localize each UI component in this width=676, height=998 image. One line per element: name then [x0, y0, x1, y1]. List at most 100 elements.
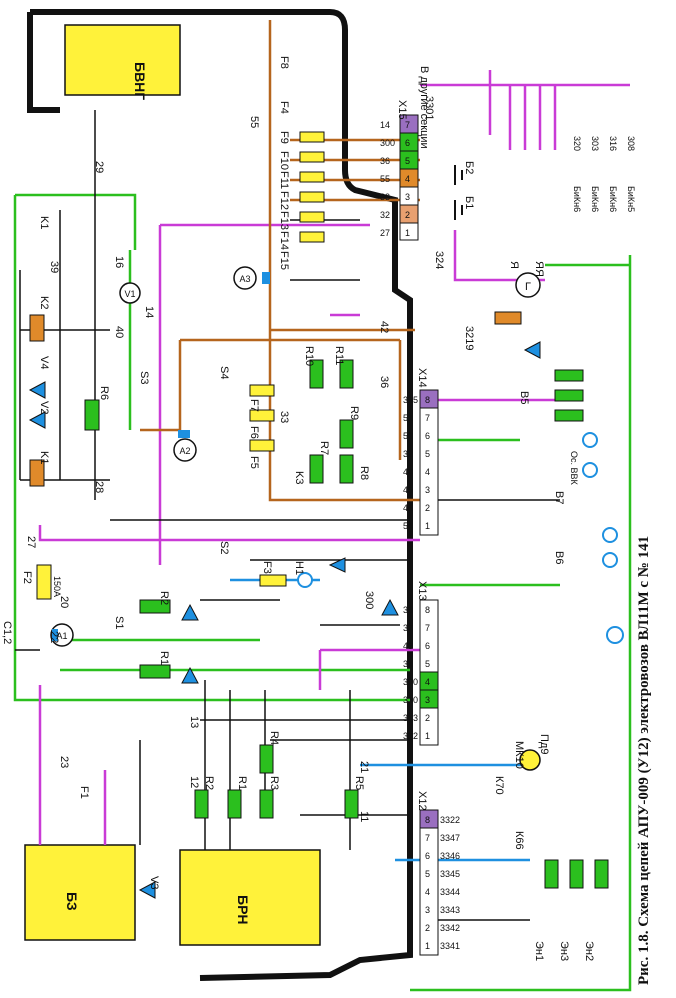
diode-v1: [181, 666, 199, 684]
x12-frame: [419, 809, 439, 956]
f1-label: F1: [78, 786, 90, 799]
svg-text:F11: F11: [278, 171, 290, 189]
wire-28-label: 28: [93, 481, 105, 493]
svg-text:313: 313: [403, 713, 418, 723]
svg-text:37: 37: [403, 623, 413, 633]
r3-label: R3: [268, 776, 280, 790]
svg-text:6: 6: [425, 641, 430, 651]
ya-label: Я: [508, 261, 520, 269]
fuse-f5: [249, 439, 275, 452]
resistor-en1: [544, 859, 559, 889]
h1-label: H1: [293, 561, 305, 575]
bus-left-stub: [27, 12, 60, 113]
bz-label: БЗ: [64, 892, 80, 911]
x15-wire-labels: 14 300 36 55 33 32 27: [380, 120, 395, 238]
k70-label: К70: [493, 776, 505, 795]
svg-text:6: 6: [425, 431, 430, 441]
coil-k3p14: [494, 311, 522, 325]
coil-k2: [29, 314, 45, 342]
f5-label: F5: [248, 456, 260, 469]
svg-text:4: 4: [425, 467, 430, 477]
wire-13-label: 13: [188, 716, 200, 728]
svg-text:3: 3: [425, 485, 430, 495]
svg-text:8: 8: [425, 395, 430, 405]
k3-label: K3: [293, 471, 305, 484]
wire-39-label: 39: [48, 261, 60, 273]
b7-label: В7: [553, 491, 565, 504]
svg-text:7: 7: [425, 833, 430, 843]
r6-label: R6: [98, 386, 110, 400]
svg-text:1: 1: [425, 731, 430, 741]
ozh-label: Ос. ВВК: [569, 451, 579, 486]
component-labels: K1 K2 V4 V2 R6 K1 S1 S2 S3 S4 R2 R1 R2 R…: [38, 161, 595, 961]
svg-text:F9: F9: [278, 131, 290, 144]
svg-text:3345: 3345: [440, 869, 460, 879]
generator-label: Г: [525, 281, 531, 293]
resistor-r9: [339, 419, 354, 449]
x14-wire-labels: 335 51 53 32 44 45 46 54: [403, 395, 418, 531]
r4-label: R4: [268, 731, 280, 745]
fuse-f6: [249, 409, 275, 422]
fuse-f15: [299, 231, 325, 243]
wire-14-label: 14: [143, 306, 155, 318]
lamp-ovz-2: [602, 552, 618, 568]
resistor-r10: [309, 359, 324, 389]
ammeter-a2: [173, 438, 197, 462]
svg-text:2: 2: [425, 713, 430, 723]
bz-block: [24, 844, 136, 941]
diode-v2: [181, 603, 199, 621]
svg-text:3341: 3341: [440, 941, 460, 951]
svg-text:7: 7: [405, 120, 410, 130]
wire-11-label: 11: [358, 811, 370, 822]
svg-text:312: 312: [403, 731, 418, 741]
svg-text:320: 320: [572, 136, 582, 151]
fuse-f12: [299, 171, 325, 183]
svg-text:46: 46: [403, 503, 413, 513]
f3-label: F3: [261, 561, 273, 574]
resistor-r3: [259, 789, 274, 819]
svg-text:5: 5: [405, 156, 410, 166]
svg-text:F13: F13: [278, 211, 290, 230]
diode-v1-lower: [381, 598, 399, 616]
wire-27-label: 27: [25, 536, 37, 548]
terminal-x12: X12: [416, 791, 439, 956]
k1-top-label: K1: [38, 216, 50, 229]
r8-label: R8: [358, 466, 370, 480]
svg-text:F14: F14: [278, 231, 290, 250]
lamp-bbk-2: [582, 462, 598, 478]
resistor-r5: [344, 789, 359, 819]
svg-text:310: 310: [403, 695, 418, 705]
r1-top-label: R1: [158, 651, 170, 665]
svg-text:5: 5: [425, 449, 430, 459]
b5-label: В5: [518, 391, 530, 404]
svg-text:3344: 3344: [440, 887, 460, 897]
f2-rating: 150А: [52, 576, 62, 597]
motor-mk10: [519, 749, 541, 771]
f2-label: F2: [21, 571, 33, 584]
pd-label: Пд9: [538, 734, 550, 754]
wire-55-label: 55: [248, 116, 260, 128]
terminal-x15: X15: [396, 100, 419, 241]
svg-text:3322: 3322: [440, 815, 460, 825]
svg-text:33: 33: [380, 192, 390, 202]
bvng-label: БВНГ: [132, 62, 148, 100]
resistor-r2: [194, 789, 209, 819]
coil-k1: [29, 459, 45, 487]
black-wiring: [15, 110, 560, 921]
svg-text:F4: F4: [278, 101, 290, 114]
svg-text:3342: 3342: [440, 923, 460, 933]
fuse-f14: [299, 211, 325, 223]
fuse-f2: [36, 564, 52, 600]
svg-text:8: 8: [425, 815, 430, 825]
wire-3219-label: 3219: [463, 326, 475, 350]
svg-text:38: 38: [403, 605, 413, 615]
wire-40-label: 40: [113, 326, 125, 338]
svg-text:55: 55: [380, 174, 390, 184]
x13-pin-labels: 8 7 6 5 4 3 2 1: [425, 605, 430, 741]
resistor-r4: [259, 744, 274, 774]
resistor-r7: [309, 454, 324, 484]
a1-label: A1: [56, 631, 67, 641]
wire-16-label: 16: [113, 256, 125, 268]
x12-wire-labels: 3322 3347 3346 3345 3344 3343 3342 3341: [440, 815, 460, 951]
